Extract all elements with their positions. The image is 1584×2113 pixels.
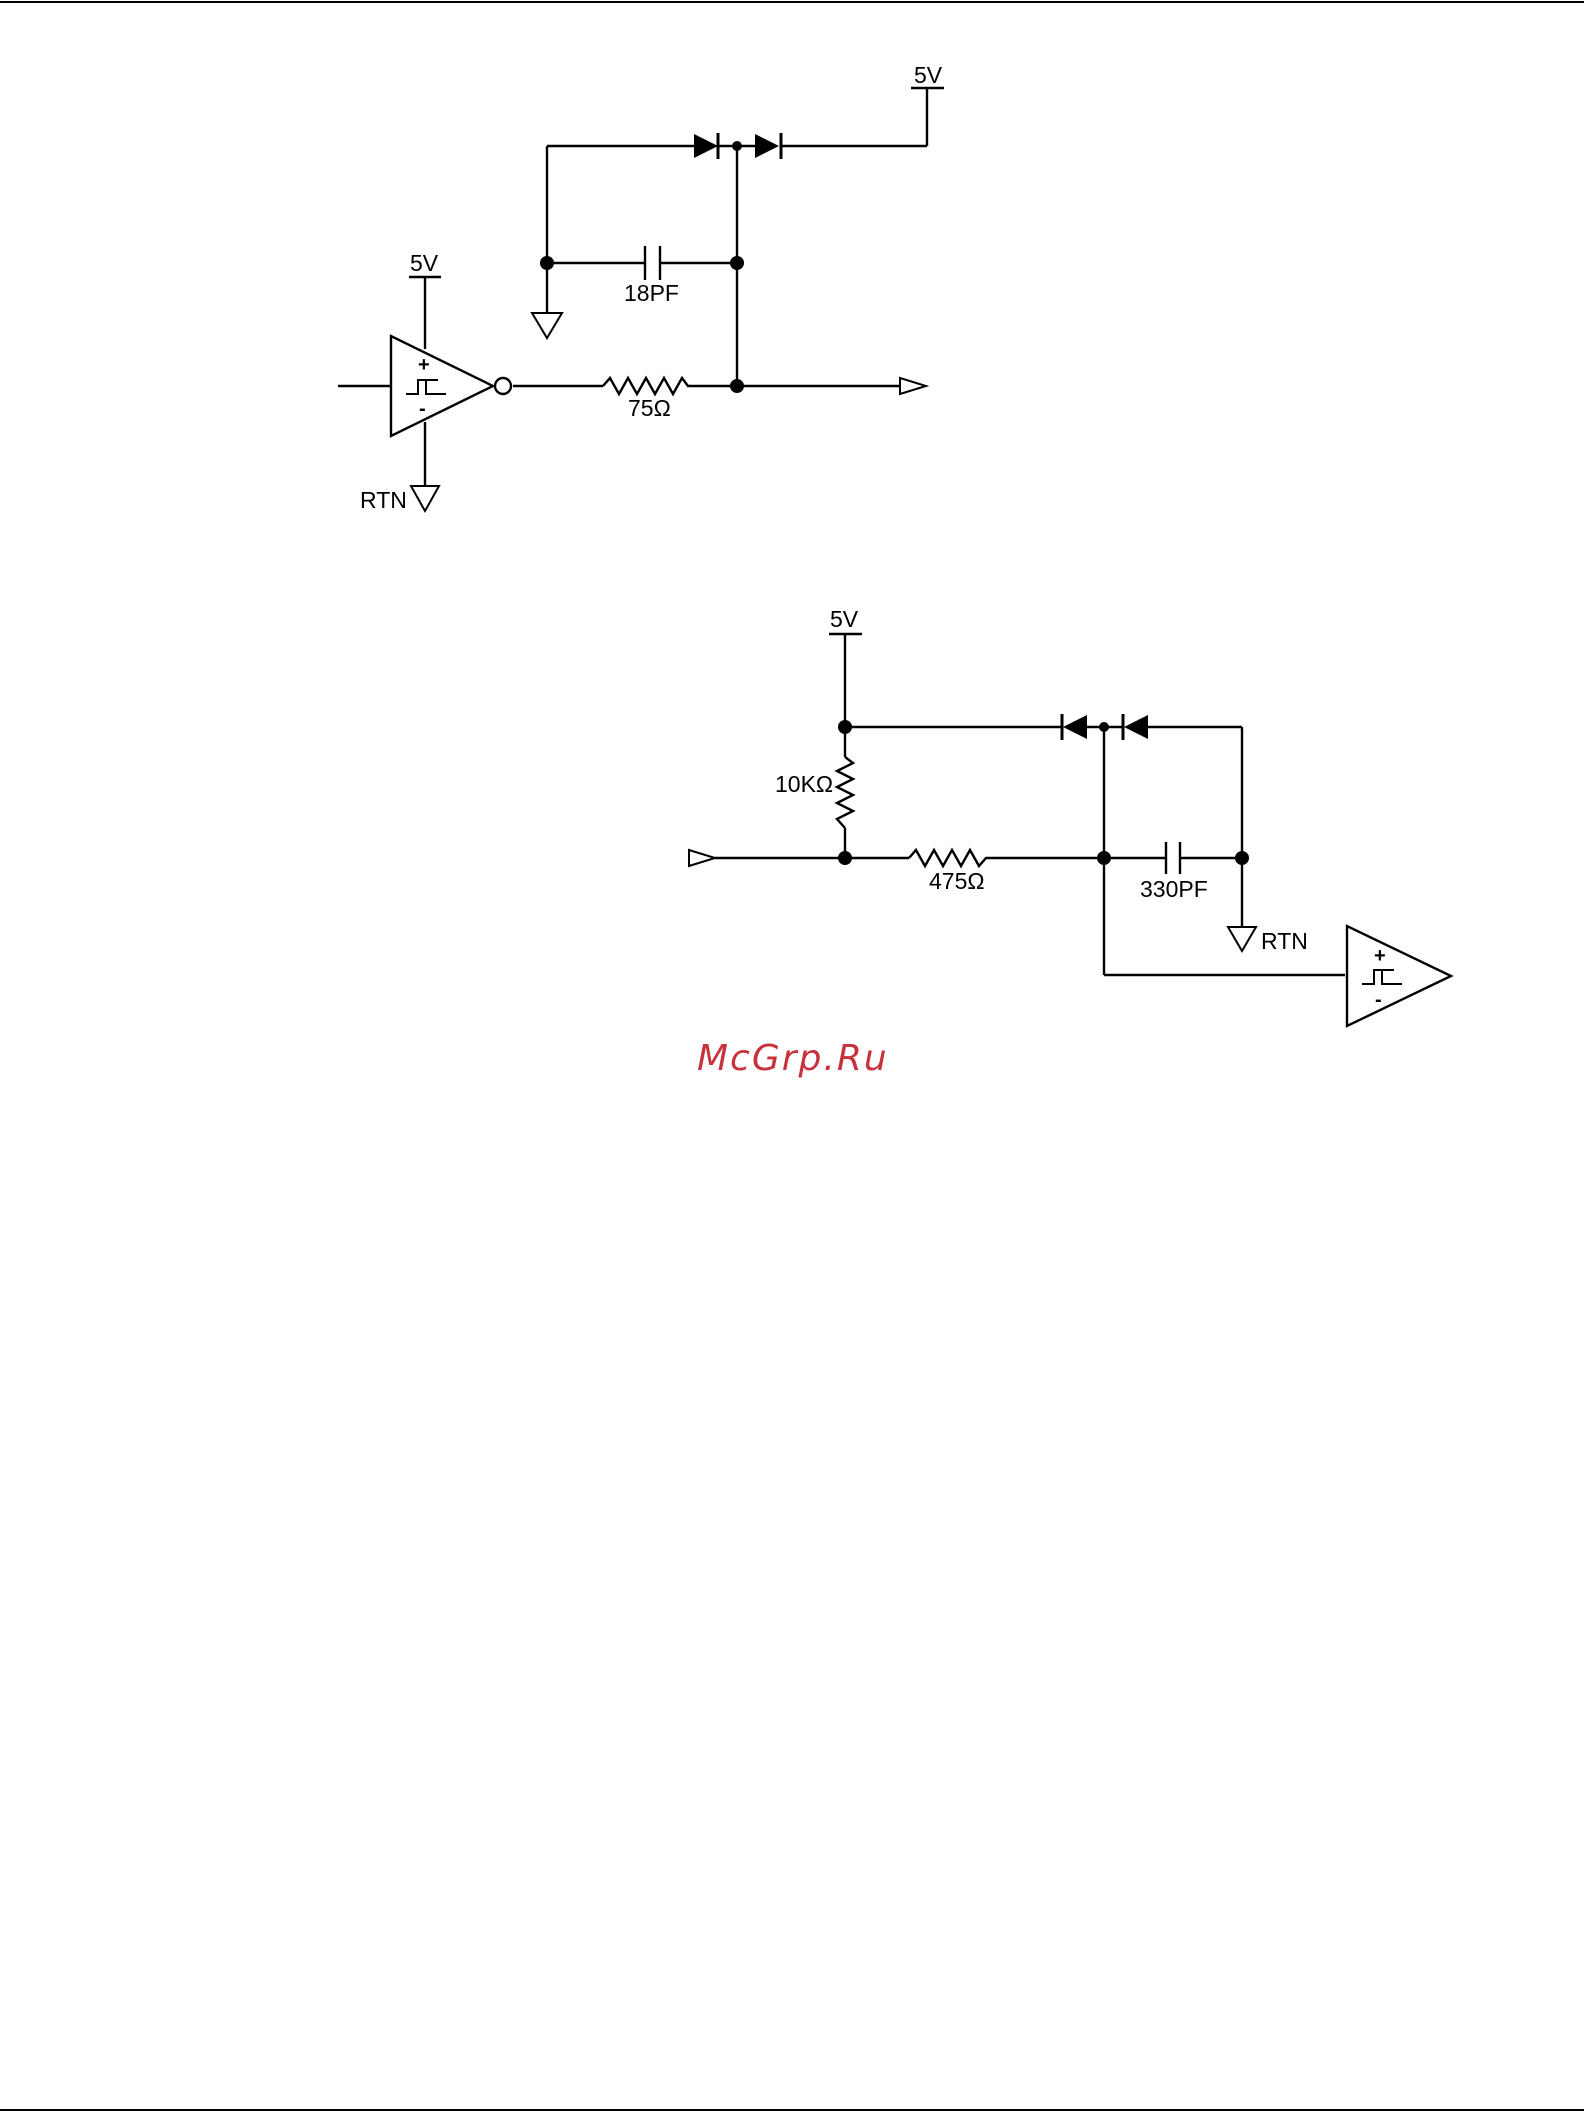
receiver-junction-cap-left [1097,851,1111,865]
receiver-series-resistor-icon [909,850,991,866]
driver-output-arrow-icon [900,378,926,394]
receiver-buffer-minus: - [1375,989,1382,1011]
driver-buffer-inversion-bubble [495,378,511,394]
driver-diode-1-icon [694,134,718,158]
driver-buffer-supply-label: 5V [410,250,439,276]
driver-buffer-plus: + [418,354,430,376]
watermark: McGrp.Ru [697,1038,889,1079]
receiver-junction-input [838,851,852,865]
driver-return-ground-icon [411,486,439,511]
receiver-diode-1-icon [1063,715,1087,739]
receiver-buffer-icon [1347,926,1451,1026]
receiver-diode-2 [1123,714,1148,740]
driver-return-label: RTN [360,487,407,513]
receiver-pullup-resistor-label: 10KΩ [775,771,833,797]
driver-resistor-label: 75Ω [628,395,671,421]
driver-junction-cap-right [730,256,744,270]
driver-supply-label: 5V [914,62,943,88]
receiver-diode-1 [1062,714,1087,740]
receiver-series-resistor-label: 475Ω [929,868,985,894]
driver-diode-2-icon [755,134,779,158]
receiver-diode-2-icon [1124,715,1148,739]
driver-buffer-icon [391,336,493,436]
receiver-capacitor-label: 330PF [1140,876,1208,902]
driver-capacitor-label: 18PF [624,280,679,306]
driver-junction-diode [732,141,742,151]
receiver-return-label: RTN [1261,928,1308,954]
driver-junction-cap-left [540,256,554,270]
driver-ground-icon [532,313,562,338]
receiver-junction-cap-right [1235,851,1249,865]
driver-junction-output [730,379,744,393]
receiver-junction-supply [838,720,852,734]
receiver-buffer-plus: + [1374,945,1386,967]
receiver-circuit [715,634,1345,975]
receiver-return-ground-icon [1228,927,1256,951]
receiver-junction-diode [1099,722,1109,732]
receiver-input-arrow-icon [689,850,715,866]
driver-buffer-minus: - [419,398,426,420]
driver-diode-1 [694,133,718,159]
receiver-pullup-resistor-icon [837,757,853,828]
receiver-supply-label: 5V [830,606,859,632]
driver-resistor-icon [603,378,693,394]
driver-diode-2 [755,133,781,159]
